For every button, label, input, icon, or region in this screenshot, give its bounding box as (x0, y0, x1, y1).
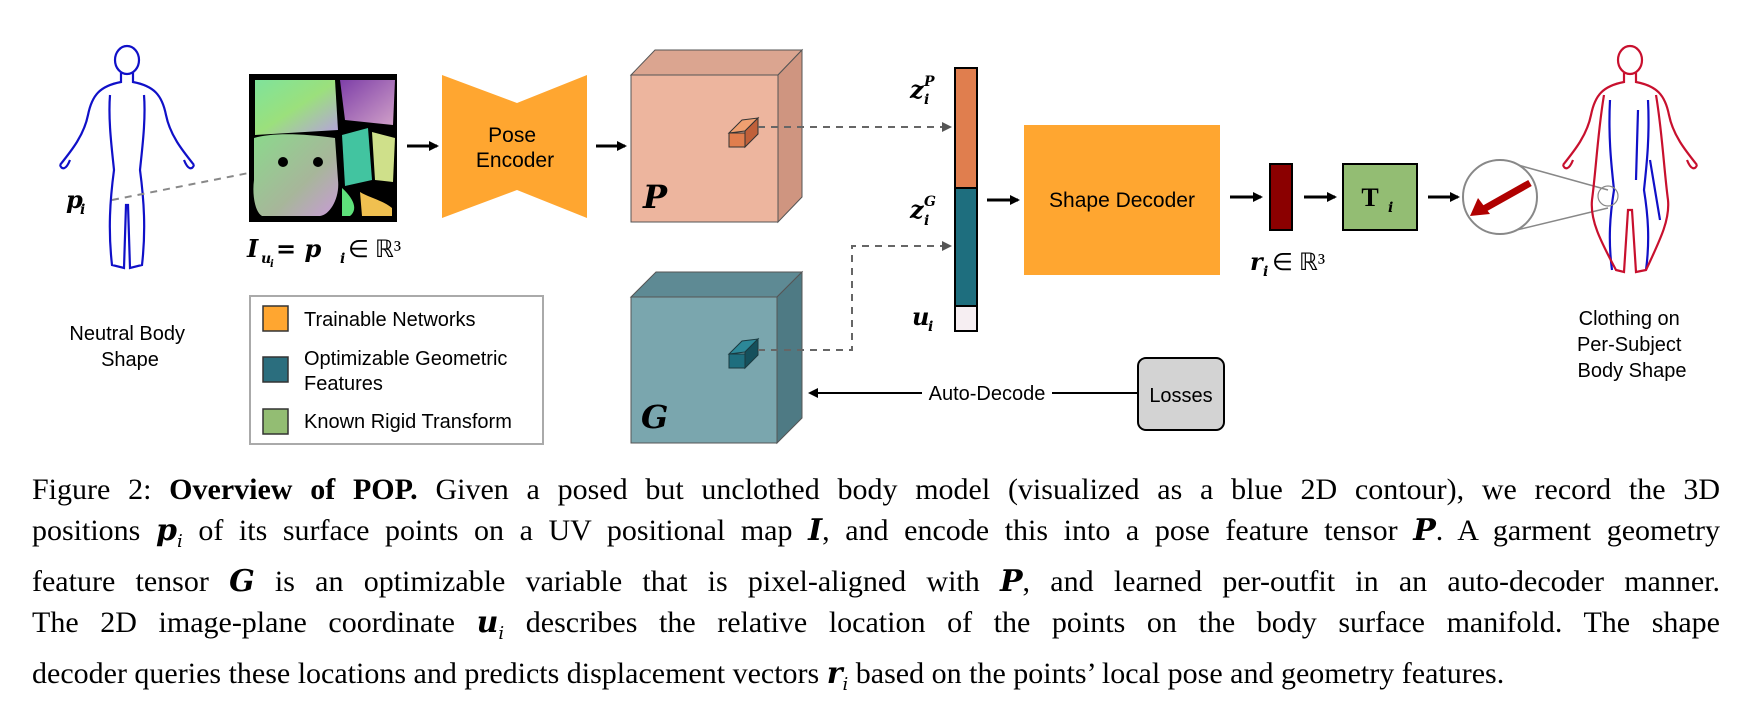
uv-equation-label: I u i = p i ∈ ℝ³ (246, 234, 401, 270)
p-i-to-uvmap-arrow (111, 148, 357, 201)
zP-label: z P i (909, 74, 935, 108)
svg-text:i: i (340, 251, 345, 267)
svg-text:Shape Decoder: Shape Decoder (1049, 189, 1195, 212)
svg-text:p: p (66, 185, 83, 214)
svg-text:= p: = p (276, 234, 321, 263)
neutral-body-contour (58, 44, 196, 270)
legend-item-rigid: Known Rigid Transform (262, 408, 512, 435)
pose-encoder-block: Pose Encoder (442, 75, 587, 218)
losses-block: Losses (1137, 357, 1225, 431)
caption-line-1: Figure 2: Overview of POP. Given a posed… (32, 473, 1720, 506)
u-i-label: u i (912, 302, 933, 335)
svg-text:z: z (909, 75, 925, 104)
zoom-magnifier (1462, 159, 1609, 235)
clothed-body-contour (1561, 44, 1699, 274)
svg-text:Losses: Losses (1149, 385, 1212, 407)
svg-text:T: T (1361, 183, 1378, 212)
r-i-label: r i ∈ ℝ³ (1250, 247, 1325, 280)
feature-vector-column (954, 67, 978, 332)
svg-text:z: z (909, 195, 925, 224)
caption-line-4: The 2D image-plane coordinate ui describ… (32, 604, 1720, 644)
svg-text:i: i (1263, 264, 1268, 280)
svg-text:G: G (924, 194, 936, 210)
G-to-zG-dashed-arrow (758, 241, 952, 351)
svg-text:i: i (924, 92, 929, 108)
svg-text:∈ ℝ³: ∈ ℝ³ (1272, 250, 1325, 276)
legend-item-trainable: Trainable Networks (262, 305, 476, 332)
svg-text:I: I (246, 234, 259, 263)
neutral-body-label: Neutral Body Shape (69, 323, 190, 371)
caption-line-3: feature tensor G is an optimizable varia… (32, 564, 1721, 599)
shape-decoder-block: Shape Decoder (1024, 125, 1220, 275)
svg-text:∈ ℝ³: ∈ ℝ³ (348, 237, 401, 263)
svg-text:i: i (1388, 200, 1393, 216)
svg-text:Auto-Decode: Auto-Decode (929, 383, 1046, 405)
caption-line-5: decoder queries these locations and pred… (32, 656, 1505, 695)
svg-text:Trainable Networks: Trainable Networks (304, 309, 476, 331)
pipeline-diagram: p i Neutral Body Shape I u i = p i ∈ ℝ³ … (58, 44, 1699, 445)
svg-text:u: u (261, 251, 271, 267)
svg-text:u: u (912, 302, 929, 331)
svg-text:i: i (80, 202, 85, 218)
auto-decode-arrow: Auto-Decode (808, 383, 1138, 405)
svg-text:P: P (923, 74, 935, 90)
displacement-vector-r (1269, 163, 1293, 231)
pose-feature-tensor-P: P (629, 48, 804, 224)
svg-text:i: i (924, 213, 929, 229)
legend: Trainable Networks Optimizable Geometric… (249, 295, 544, 445)
svg-text:i: i (928, 319, 933, 335)
svg-text:Optimizable Geometric: Optimizable Geometric Features (304, 348, 513, 395)
geometry-feature-tensor-G: G (629, 270, 804, 445)
figure-caption: Figure 2: Overview of POP. Given a posed… (32, 470, 1720, 706)
rigid-transform-T: T i (1342, 163, 1418, 231)
svg-text:P: P (642, 178, 668, 216)
uv-positional-map (249, 74, 397, 222)
clothed-body-label: Clothing on Per-Subject Body Shape (1577, 308, 1687, 382)
svg-text:Known Rigid Transform: Known Rigid Transform (304, 411, 512, 433)
svg-text:G: G (641, 398, 668, 436)
svg-text:i: i (270, 259, 274, 270)
zG-label: z G i (909, 194, 936, 229)
legend-item-optimizable: Optimizable Geometric Features (262, 348, 513, 395)
p-i-label: p i (66, 185, 85, 218)
G-feature-cell (727, 337, 760, 370)
svg-text:Pose Encoder: Pose Encoder (476, 124, 554, 172)
svg-text:r: r (1250, 247, 1265, 276)
P-feature-cell (727, 116, 760, 149)
caption-line-2: positions pi of its surface points on a … (32, 512, 1721, 552)
